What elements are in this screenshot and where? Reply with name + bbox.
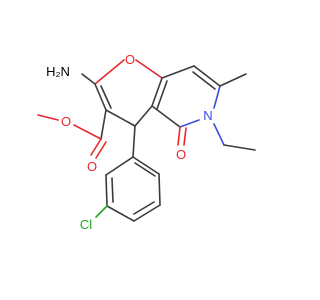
bond-c4-c4a (134, 105, 153, 127)
bond-c8-c7-double (192, 71, 216, 90)
bond-c3-ester-c (100, 109, 107, 140)
bond-ph-4 (106, 205, 135, 222)
bond-ph-1 (132, 156, 160, 175)
bond-ester-c-o-double-2 (95, 141, 107, 159)
bond-c2-c3 (94, 83, 107, 111)
bond-ethyl (223, 144, 256, 151)
bond-ph-cl (95, 205, 108, 218)
bond-o1-c2 (94, 59, 125, 85)
nh2-label: H₂N (46, 64, 70, 79)
bond-ph-5 (105, 174, 108, 207)
bond-c2-c3-double (100, 85, 112, 109)
chlorophenyl-ring (95, 125, 161, 222)
bond-c4a-c8a-double (156, 80, 168, 110)
bond-c2-nh2 (81, 73, 96, 85)
bond-c4-ph (132, 125, 136, 158)
bond-ph-1-inner (134, 162, 156, 177)
bond-ph-3 (133, 204, 161, 222)
bond-ester-c-o-single (73, 124, 102, 140)
structure-diagram: H₂N O O O O N Cl (37, 52, 256, 232)
bond-ester-c-o-double-1 (90, 138, 102, 156)
bond-c7-n6 (213, 85, 221, 109)
bond-ph-3-inner (133, 201, 155, 215)
bond-c4a-c8a (151, 77, 163, 107)
bond-c7-methyl (219, 73, 247, 87)
bond-c5-o-double-1 (177, 126, 181, 146)
ester-oxygen-label: O (61, 114, 71, 129)
chlorine-label: Cl (80, 217, 92, 232)
ring-oxygen-label: O (125, 52, 135, 67)
nitrogen-label: N (203, 108, 212, 123)
bond-ph-6 (105, 156, 134, 176)
bond-c5-o-double-2 (183, 127, 187, 146)
lactam-oxygen-label: O (176, 147, 186, 162)
pyridone-substituents (177, 73, 256, 151)
bond-ph-2 (158, 173, 161, 206)
pyridone-ring (151, 65, 221, 128)
bond-c3-c4 (105, 109, 136, 127)
pyran-ring (94, 59, 168, 127)
molecule-canvas: H₂N O O O O N Cl (37, 52, 256, 232)
ester-group (37, 109, 107, 159)
bond-c8-c7 (193, 65, 221, 87)
carbonyl-oxygen-label: O (87, 159, 97, 174)
bond-ph-5-inner (111, 177, 114, 203)
bond-n6-c5 (179, 119, 200, 128)
bond-n6-ethyl (213, 123, 225, 146)
bond-c8a-c8 (161, 65, 195, 79)
bond-c5-c4a (151, 105, 181, 128)
bond-ester-o-methyl (37, 114, 59, 121)
bond-c8a-o1 (135, 59, 163, 79)
